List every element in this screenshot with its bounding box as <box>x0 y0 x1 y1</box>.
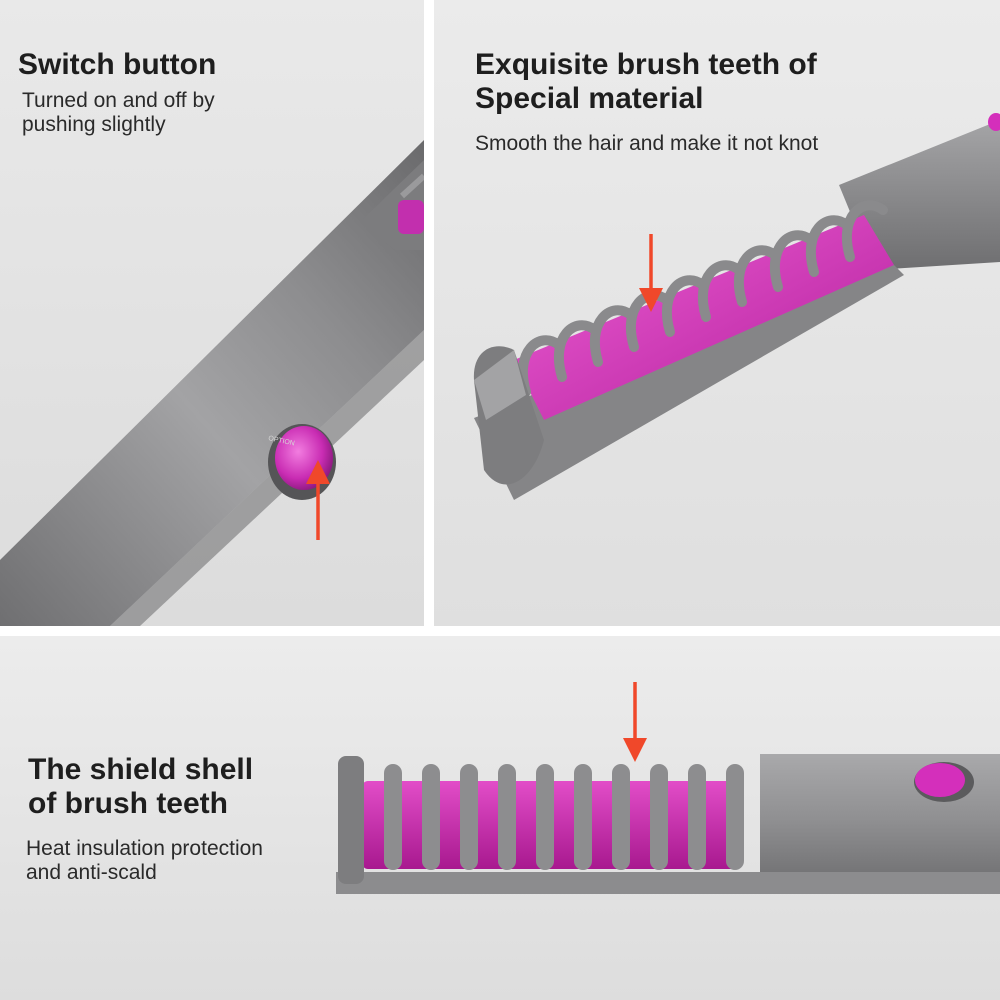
shield-shell-description-line2: and anti-scald <box>26 861 157 884</box>
switch-button-description: Turned on and off by pushing slightly <box>22 89 215 136</box>
switch-button-panel: OPTION Switch button Turned on and off b… <box>0 0 424 626</box>
arrow-icon <box>639 234 663 312</box>
handle-shadow-edge <box>110 330 424 626</box>
shield-shell-panel: The shield shell of brush teeth Heat ins… <box>0 636 1000 1000</box>
shield-shell-title: The shield shell of brush teeth <box>28 753 253 821</box>
teeth-peek <box>398 200 424 234</box>
brush-teeth-title: Exquisite brush teeth of Special materia… <box>475 48 817 116</box>
switch-button <box>988 113 1000 131</box>
switch-button <box>915 763 965 797</box>
brush-teeth <box>384 764 744 870</box>
switch-button-title: Switch button <box>18 48 217 81</box>
brush-teeth-title-line2: Special material <box>475 82 704 115</box>
shield-shell-description: Heat insulation protection and anti-scal… <box>26 837 263 885</box>
handle-body <box>839 120 1000 270</box>
brush-teeth-panel: Exquisite brush teeth of Special materia… <box>434 0 1000 626</box>
brush-teeth-illustration <box>473 113 1000 500</box>
shield-shell-illustration <box>336 682 1000 894</box>
handle-body <box>0 140 424 626</box>
end-cap <box>338 756 364 884</box>
teeth-base <box>336 872 1000 894</box>
switch-button-illustration: OPTION <box>0 140 424 626</box>
teeth-base <box>474 255 904 500</box>
shield-shell-description-line1: Heat insulation protection <box>26 837 263 860</box>
brush-teeth-title-line1: Exquisite brush teeth of <box>475 48 817 81</box>
arrow-icon <box>623 682 647 762</box>
shield-shell-title-line2: of brush teeth <box>28 787 228 820</box>
arrow-icon <box>306 460 330 540</box>
shield-shell-title-line1: The shield shell <box>28 753 254 786</box>
brush-teeth-description: Smooth the hair and make it not knot <box>475 132 819 155</box>
